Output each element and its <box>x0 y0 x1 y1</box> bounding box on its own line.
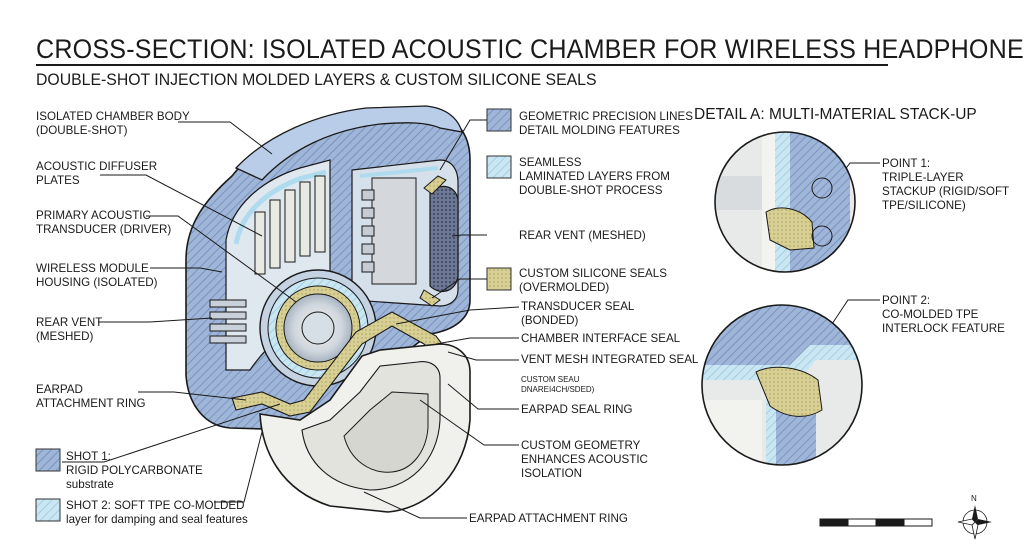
scale-bar <box>819 518 933 527</box>
rear-vent-left <box>209 299 247 344</box>
label-wireless-module: WIRELESS MODULE HOUSING (ISOLATED) <box>36 262 158 289</box>
seamless-swatch <box>486 155 512 179</box>
detail-point-1-view <box>714 131 856 273</box>
page-subtitle: DOUBLE-SHOT INJECTION MOLDED LAYERS & CU… <box>36 70 597 89</box>
label-diffuser-plates: ACOUSTIC DIFFUSER PLATES <box>36 160 158 187</box>
label-earpad-seal-ring: EARPAD SEAL RING <box>521 403 633 416</box>
page-title: CROSS-SECTION: ISOLATED ACOUSTIC CHAMBER… <box>36 34 1024 64</box>
label-custom-seal-small: CUSTOM SEAU DNAREI4CH/SDED) <box>521 375 595 394</box>
shot2-swatch <box>35 498 61 522</box>
wireless-module-housing <box>361 177 417 285</box>
acoustic-diffuser-plates <box>254 175 326 275</box>
precision-swatch <box>486 108 512 132</box>
label-earpad-ring-left: EARPAD ATTACHMENT RING <box>36 383 146 410</box>
label-vent-mesh-seal: VENT MESH INTEGRATED SEAL <box>521 353 699 366</box>
detail-title: DETAIL A: MULTI-MATERIAL STACK-UP <box>694 106 977 123</box>
label-point-2: POINT 2: CO-MOLDED TPE INTERLOCK FEATURE <box>882 294 1005 335</box>
headphone-housing <box>185 105 471 513</box>
shot1-swatch <box>35 448 61 472</box>
silicone-swatch <box>486 267 512 291</box>
label-transducer-seal: TRANSDUCER SEAL (BONDED) <box>521 300 635 327</box>
title-underline <box>36 64 888 66</box>
earpad-cup <box>259 343 471 513</box>
label-custom-geometry: CUSTOM GEOMETRY ENHANCES ACOUSTIC ISOLAT… <box>521 439 648 480</box>
compass-rose-icon <box>957 505 992 540</box>
label-earpad-ring-bottom: EARPAD ATTACHMENT RING <box>469 512 628 525</box>
label-rear-vent-right: REAR VENT (MESHED) <box>519 229 646 242</box>
label-chamber-body: ISOLATED CHAMBER BODY (DOUBLE-SHOT) <box>36 110 190 137</box>
rear-vent-mesh <box>429 185 459 293</box>
label-chamber-interface-seal: CHAMBER INTERFACE SEAL <box>521 332 681 345</box>
label-transducer: PRIMARY ACOUSTIC TRANSDUCER (DRIVER) <box>36 209 172 236</box>
label-seamless-layers: SEAMLESS LAMINATED LAYERS FROM DOUBLE-SH… <box>519 156 670 197</box>
compass-north-label: N <box>971 494 977 503</box>
label-rear-vent-left: REAR VENT (MESHED) <box>36 316 103 343</box>
detail-point-2-view <box>701 304 863 466</box>
legend-shot1: SHOT 1: RIGID POLYCARBONATE substrate <box>66 450 203 491</box>
label-silicone-seals: CUSTOM SILICONE SEALS (OVERMOLDED) <box>519 267 667 294</box>
label-precision-lines: GEOMETRIC PRECISION LINES DETAIL MOLDING… <box>519 110 693 137</box>
label-point-1: POINT 1: TRIPLE-LAYER STACKUP (RIGID/SOF… <box>882 157 1010 212</box>
chamber-rim <box>234 105 463 181</box>
legend-shot2: SHOT 2: SOFT TPE CO-MOLDED layer for dam… <box>66 499 248 526</box>
